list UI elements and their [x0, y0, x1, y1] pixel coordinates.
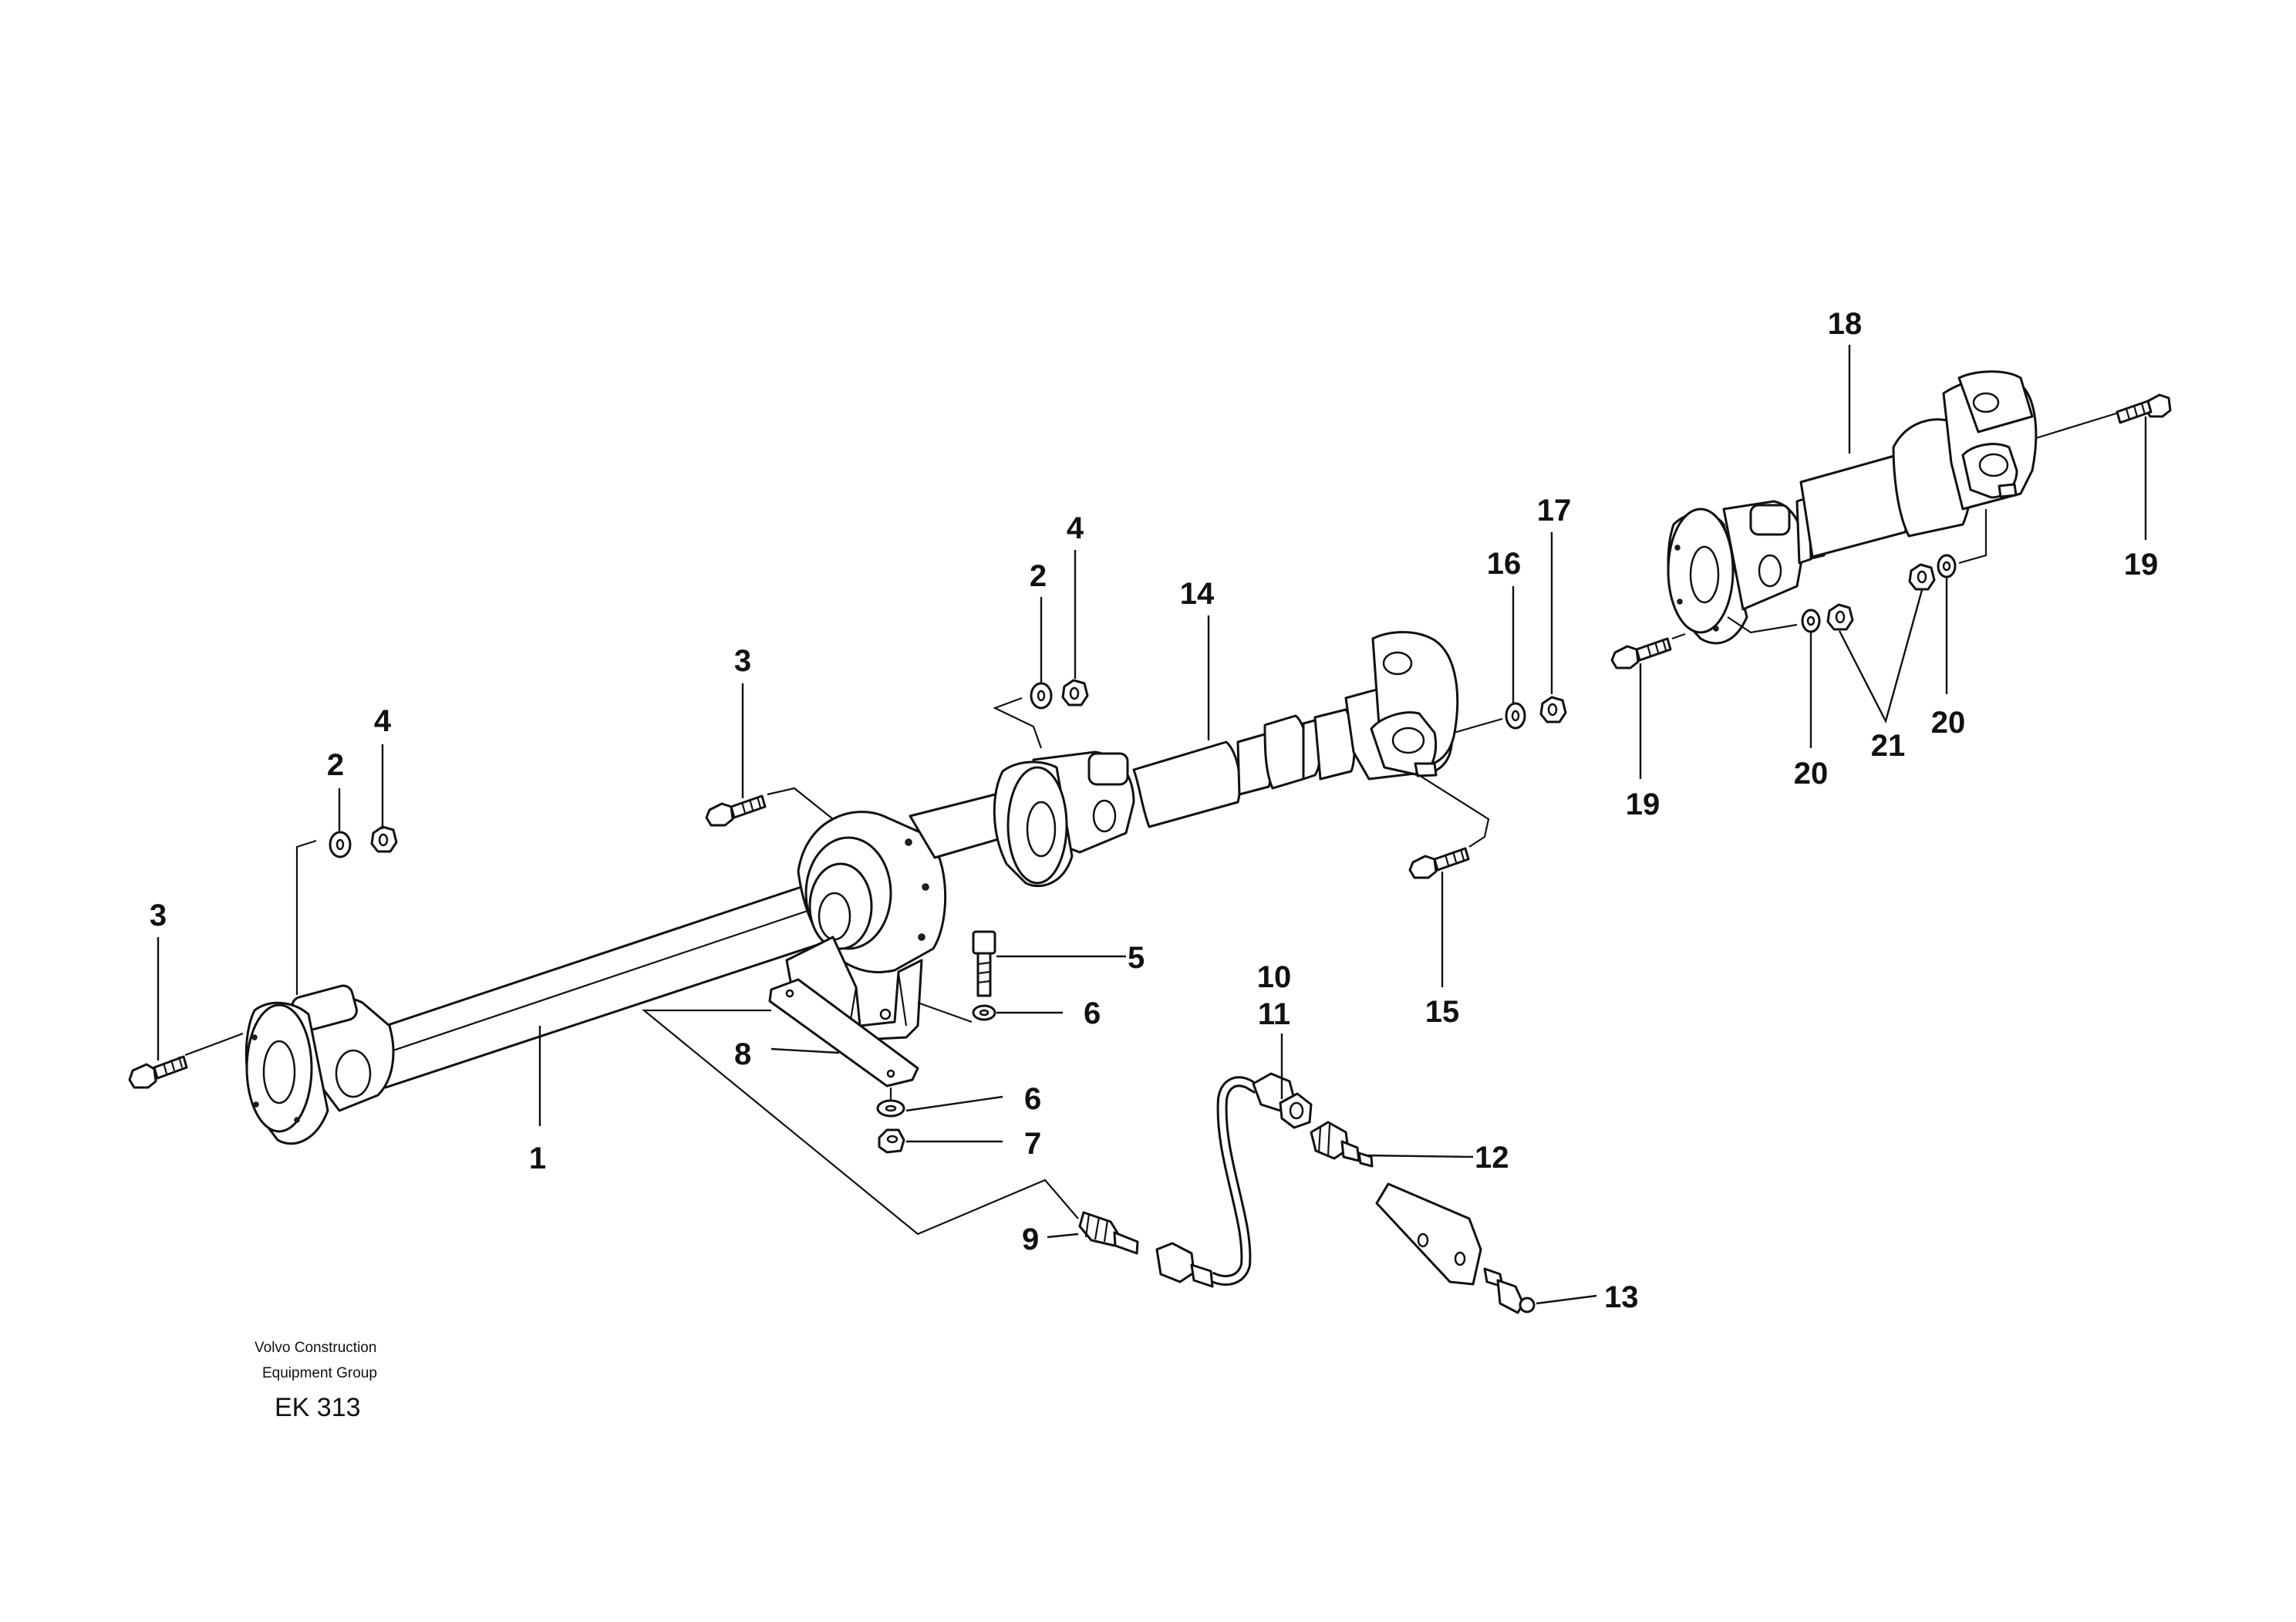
callout-19-right: 19 — [2124, 548, 2159, 582]
callout-7: 7 — [1024, 1127, 1041, 1161]
callout-2-centre: 2 — [1030, 559, 1047, 593]
callout-10: 10 — [1257, 960, 1292, 994]
nut-17 — [1539, 696, 1567, 723]
washer-2-centre — [1030, 682, 1053, 710]
bolt-15 — [1408, 847, 1470, 879]
callout-16: 16 — [1487, 547, 1522, 581]
callout-18: 18 — [1828, 307, 1863, 341]
callout-5: 5 — [1128, 941, 1145, 975]
washer-6-lower — [876, 1099, 905, 1118]
callout-4-left: 4 — [374, 704, 392, 738]
nut-21-right — [1908, 563, 1936, 591]
callout-4-centre: 4 — [1067, 511, 1084, 545]
washer-20-left — [1801, 609, 1821, 633]
callout-6-lower: 6 — [1024, 1082, 1041, 1116]
connection-lines — [184, 412, 2117, 1236]
grease-hose — [1208, 1076, 1260, 1286]
propeller-shaft-18 — [1667, 370, 2038, 645]
callout-20-left: 20 — [1794, 757, 1829, 791]
callout-17: 17 — [1537, 494, 1572, 528]
fitting-9 — [1078, 1211, 1214, 1288]
callout-20-right: 20 — [1931, 706, 1966, 740]
fitting-10-11 — [1252, 1072, 1313, 1129]
washer-16 — [1505, 702, 1526, 730]
callout-14: 14 — [1180, 577, 1215, 611]
callout-1: 1 — [529, 1141, 546, 1175]
support-bearing — [785, 811, 947, 1043]
callout-8: 8 — [734, 1037, 751, 1071]
footer-drawing-code: EK 313 — [275, 1393, 361, 1422]
bolt-19-left — [1610, 637, 1672, 669]
propeller-shaft-main — [244, 884, 831, 1145]
callout-labels: 1 2 2 3 3 4 4 5 6 6 7 8 9 10 11 12 13 14… — [150, 307, 2158, 1314]
bolt-3-centre — [705, 794, 767, 827]
footer-company-line2: Equipment Group — [262, 1365, 377, 1381]
callout-15: 15 — [1425, 995, 1460, 1029]
washer-2-left — [329, 831, 352, 858]
callout-leaders — [157, 345, 2147, 1305]
callout-19-left: 19 — [1626, 787, 1660, 821]
fitting-12 — [1310, 1121, 1374, 1168]
callout-3-left: 3 — [150, 899, 167, 932]
bolt-19-right — [2116, 393, 2172, 424]
callout-11: 11 — [1258, 997, 1290, 1031]
footer: Volvo Construction Equipment Group EK 31… — [255, 1340, 377, 1422]
callout-12: 12 — [1475, 1141, 1509, 1175]
callout-2-left: 2 — [327, 748, 344, 782]
callout-21: 21 — [1871, 729, 1906, 763]
washer-6-upper — [972, 1004, 996, 1021]
washer-20-right — [1937, 554, 1957, 578]
bracket-grease — [1375, 1182, 1482, 1286]
bolt-5 — [972, 930, 996, 997]
propeller-shaft-14 — [909, 631, 1459, 888]
nut-21-left — [1826, 603, 1854, 631]
nut-4-centre — [1061, 679, 1089, 706]
nut-7 — [878, 1128, 905, 1154]
mounting-plate — [768, 978, 919, 1088]
callout-3-centre: 3 — [734, 644, 751, 678]
callout-9: 9 — [1022, 1222, 1039, 1256]
nut-4-left — [370, 825, 398, 853]
bolt-3-left — [128, 1055, 188, 1089]
callout-6-upper: 6 — [1084, 996, 1101, 1030]
footer-company-line1: Volvo Construction — [255, 1340, 376, 1356]
callout-13: 13 — [1604, 1280, 1639, 1314]
grease-nipple-13 — [1483, 1267, 1536, 1314]
